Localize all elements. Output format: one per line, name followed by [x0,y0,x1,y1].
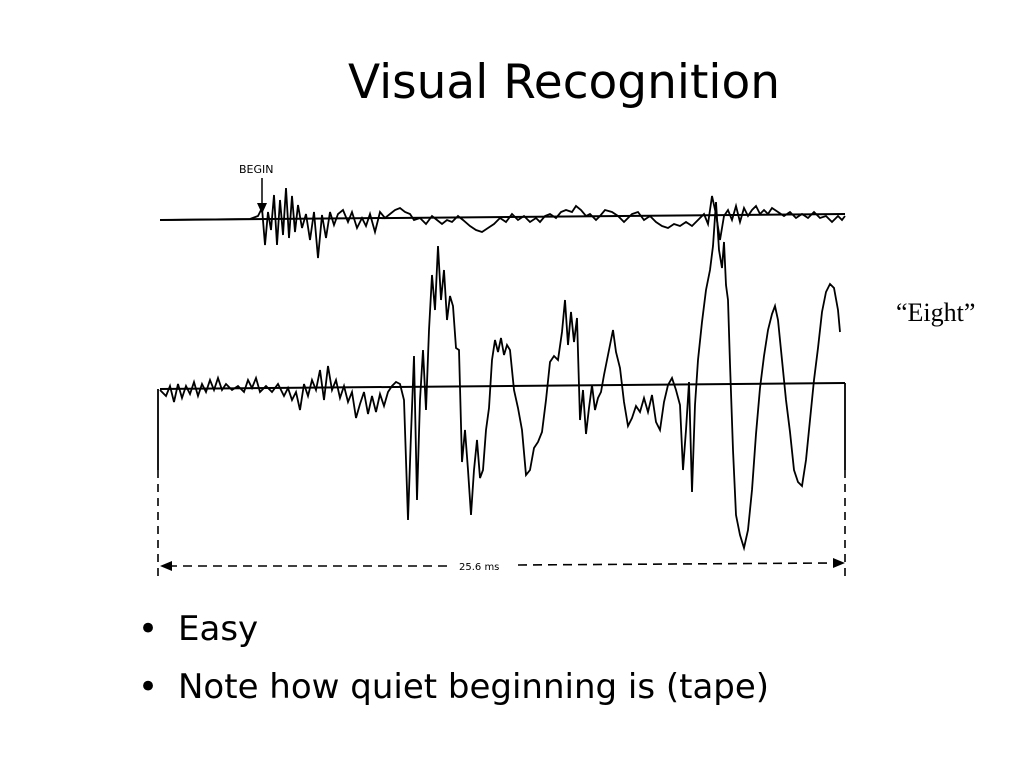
slide-title: Visual Recognition [347,55,781,110]
bottom-trace-waveform [159,201,841,552]
begin-label: BEGIN [239,163,274,176]
duration-label: 25.6 ms [459,562,499,573]
duration-dimension-line [160,558,845,571]
bullet-dot-icon: • [138,609,159,649]
top-trace-waveform [159,187,846,259]
bullet-text: Note how quiet beginning is (tape) [178,667,770,707]
bullet-text: Easy [178,609,259,649]
bullet-dot-icon: • [138,667,159,707]
eight-label: “Eight” [896,298,976,327]
bullet-list: • Easy • Note how quiet beginning is (ta… [138,600,769,716]
bullet-item: • Easy [138,600,769,658]
bullet-item: • Note how quiet beginning is (tape) [138,658,769,716]
